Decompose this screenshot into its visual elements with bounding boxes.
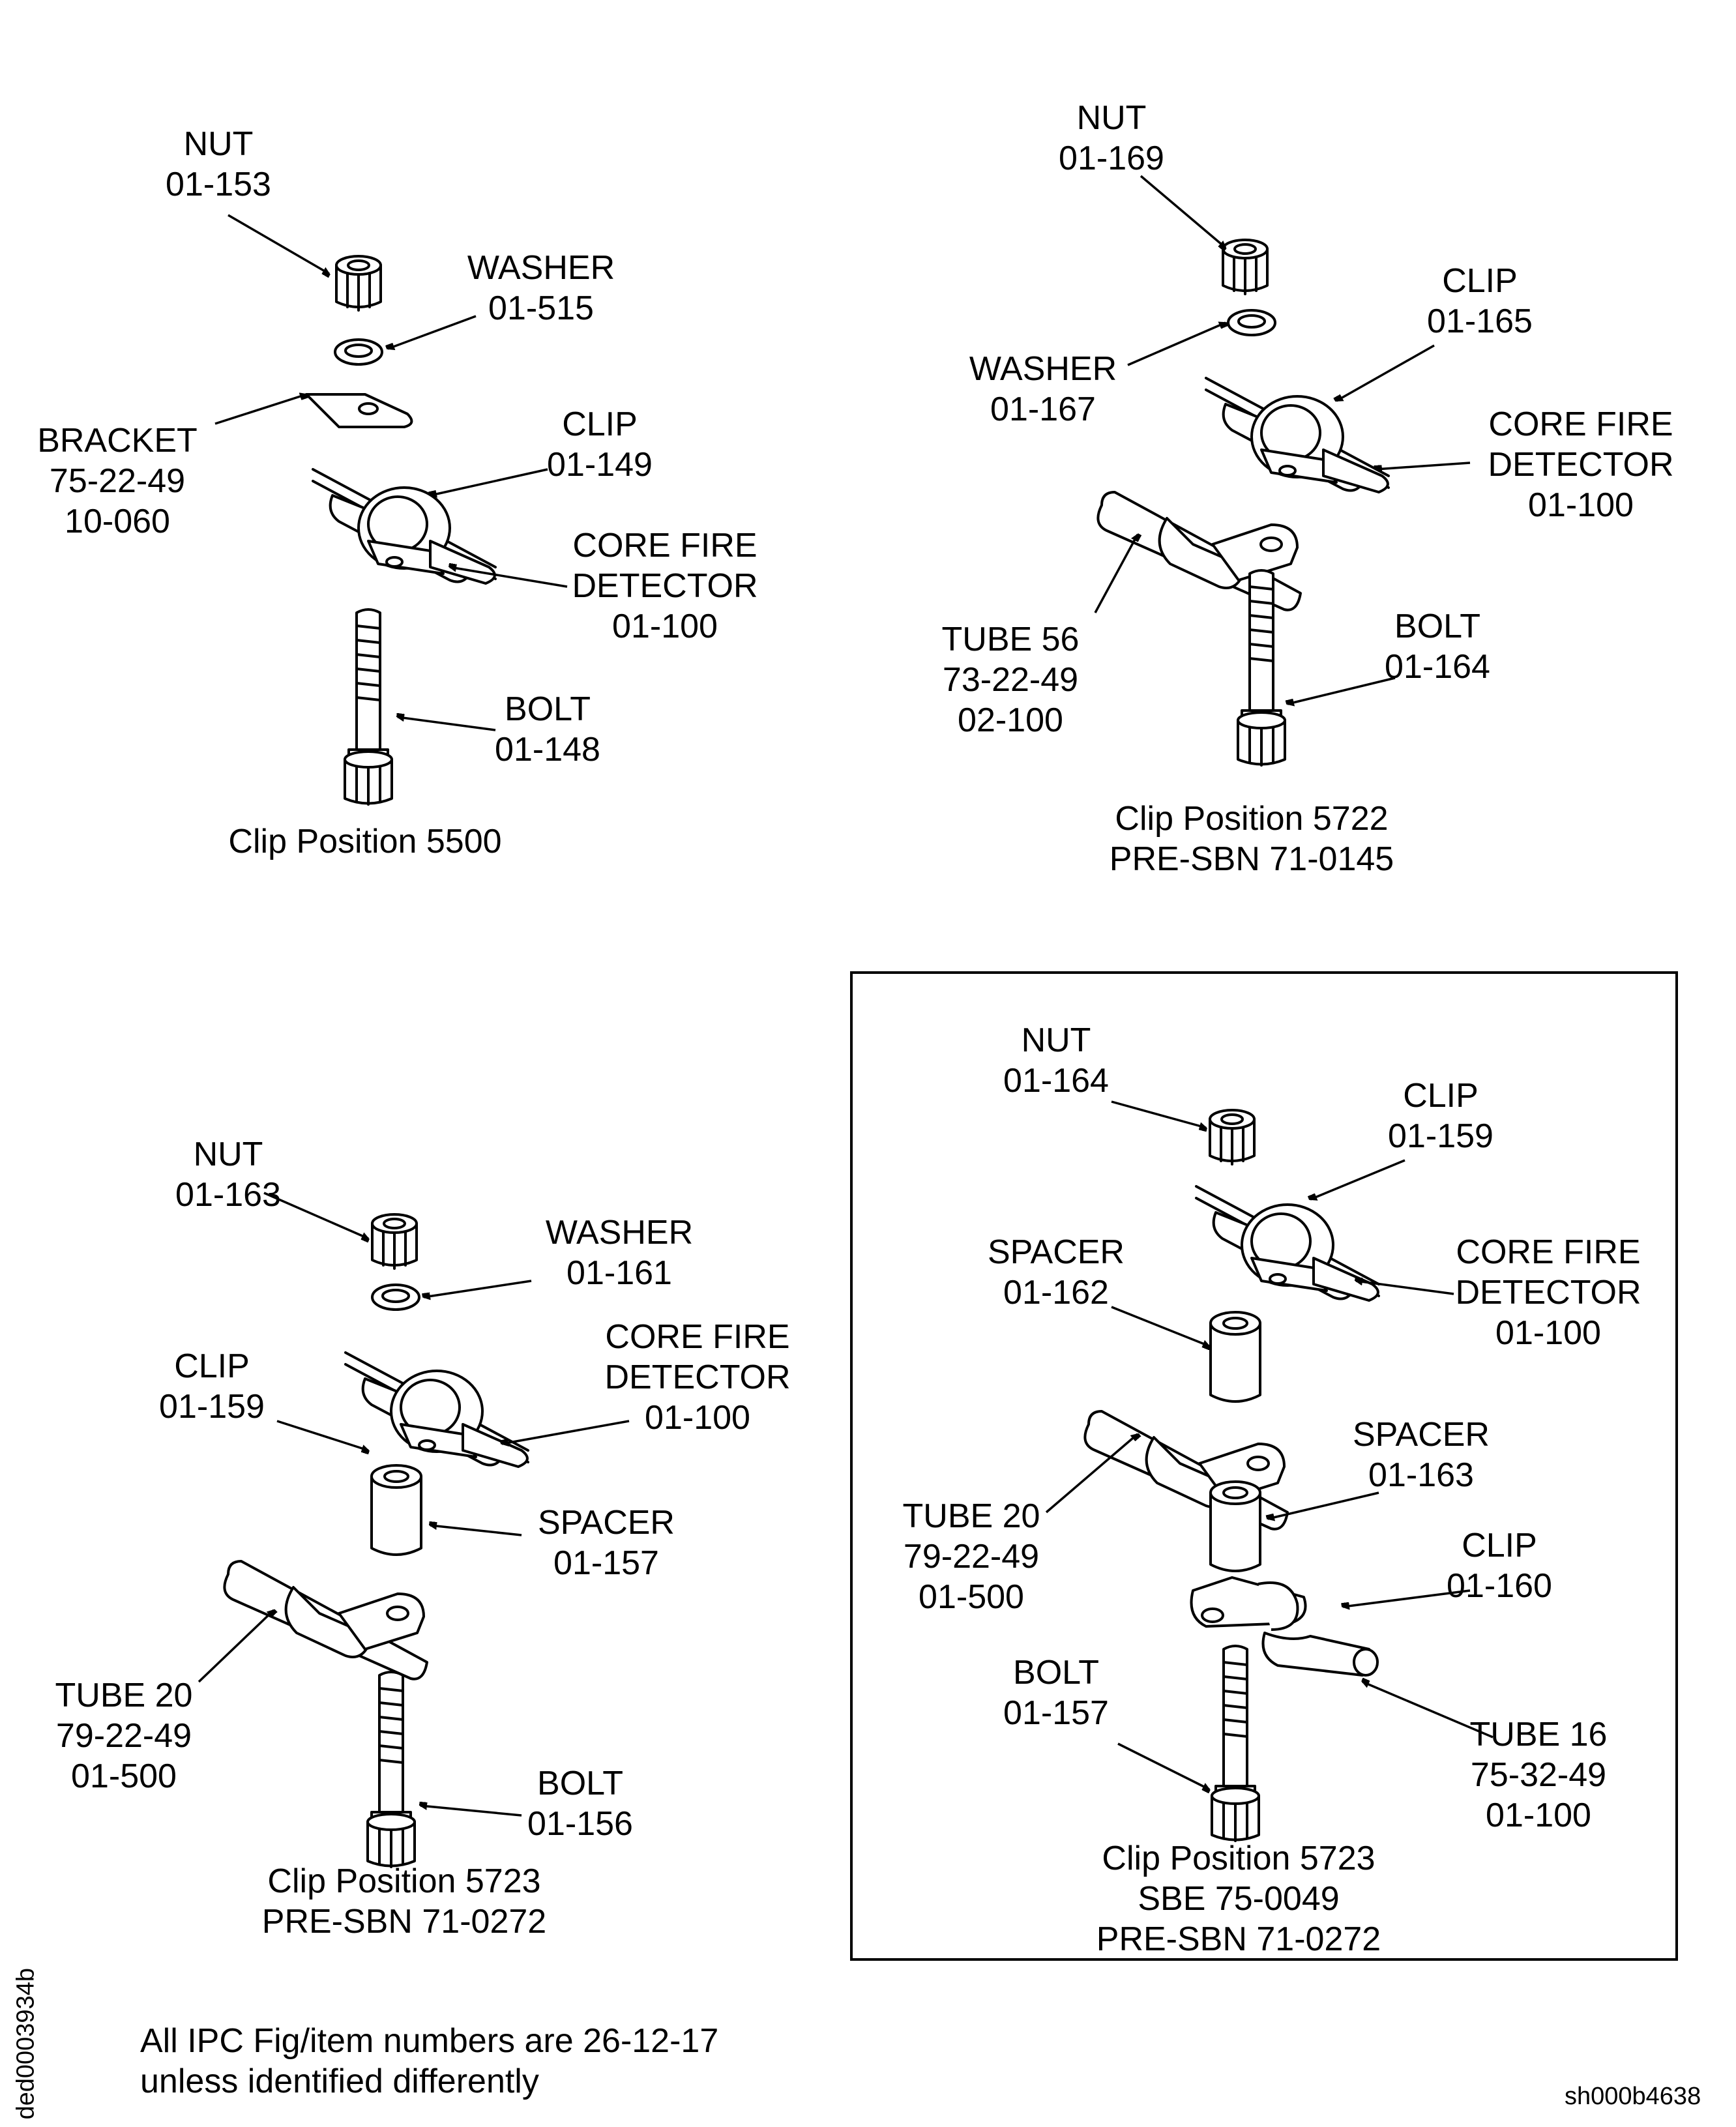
nut-part <box>335 255 382 312</box>
view-5500-leaders <box>214 214 568 731</box>
sheet-id: sh000b4638 <box>1565 2083 1701 2110</box>
view-5723-leaders <box>198 1192 630 1817</box>
nut-part <box>371 1213 418 1270</box>
view-5500-parts <box>305 255 497 806</box>
view-5723-sbe-leaders <box>1045 1100 1493 1789</box>
washer-part <box>1227 309 1276 336</box>
bracket-part <box>305 393 413 428</box>
bolt-part <box>366 1671 416 1868</box>
spacer-part <box>370 1464 422 1556</box>
sbe-view-frame <box>850 971 1678 1961</box>
bolt-part <box>344 608 393 806</box>
view-5723-parts <box>223 1213 529 1868</box>
view-5722-parts <box>1096 239 1390 767</box>
view-5722-leaders <box>1094 175 1471 704</box>
clip-part <box>344 1351 529 1468</box>
washer-part <box>371 1284 420 1311</box>
nut-part <box>1222 239 1269 295</box>
clip-part <box>1205 377 1390 493</box>
washer-part <box>334 338 383 366</box>
view-caption: Clip Position 5500 <box>228 823 502 860</box>
side-id: ded0003934b <box>12 1968 40 2120</box>
tube-part <box>223 1560 428 1680</box>
